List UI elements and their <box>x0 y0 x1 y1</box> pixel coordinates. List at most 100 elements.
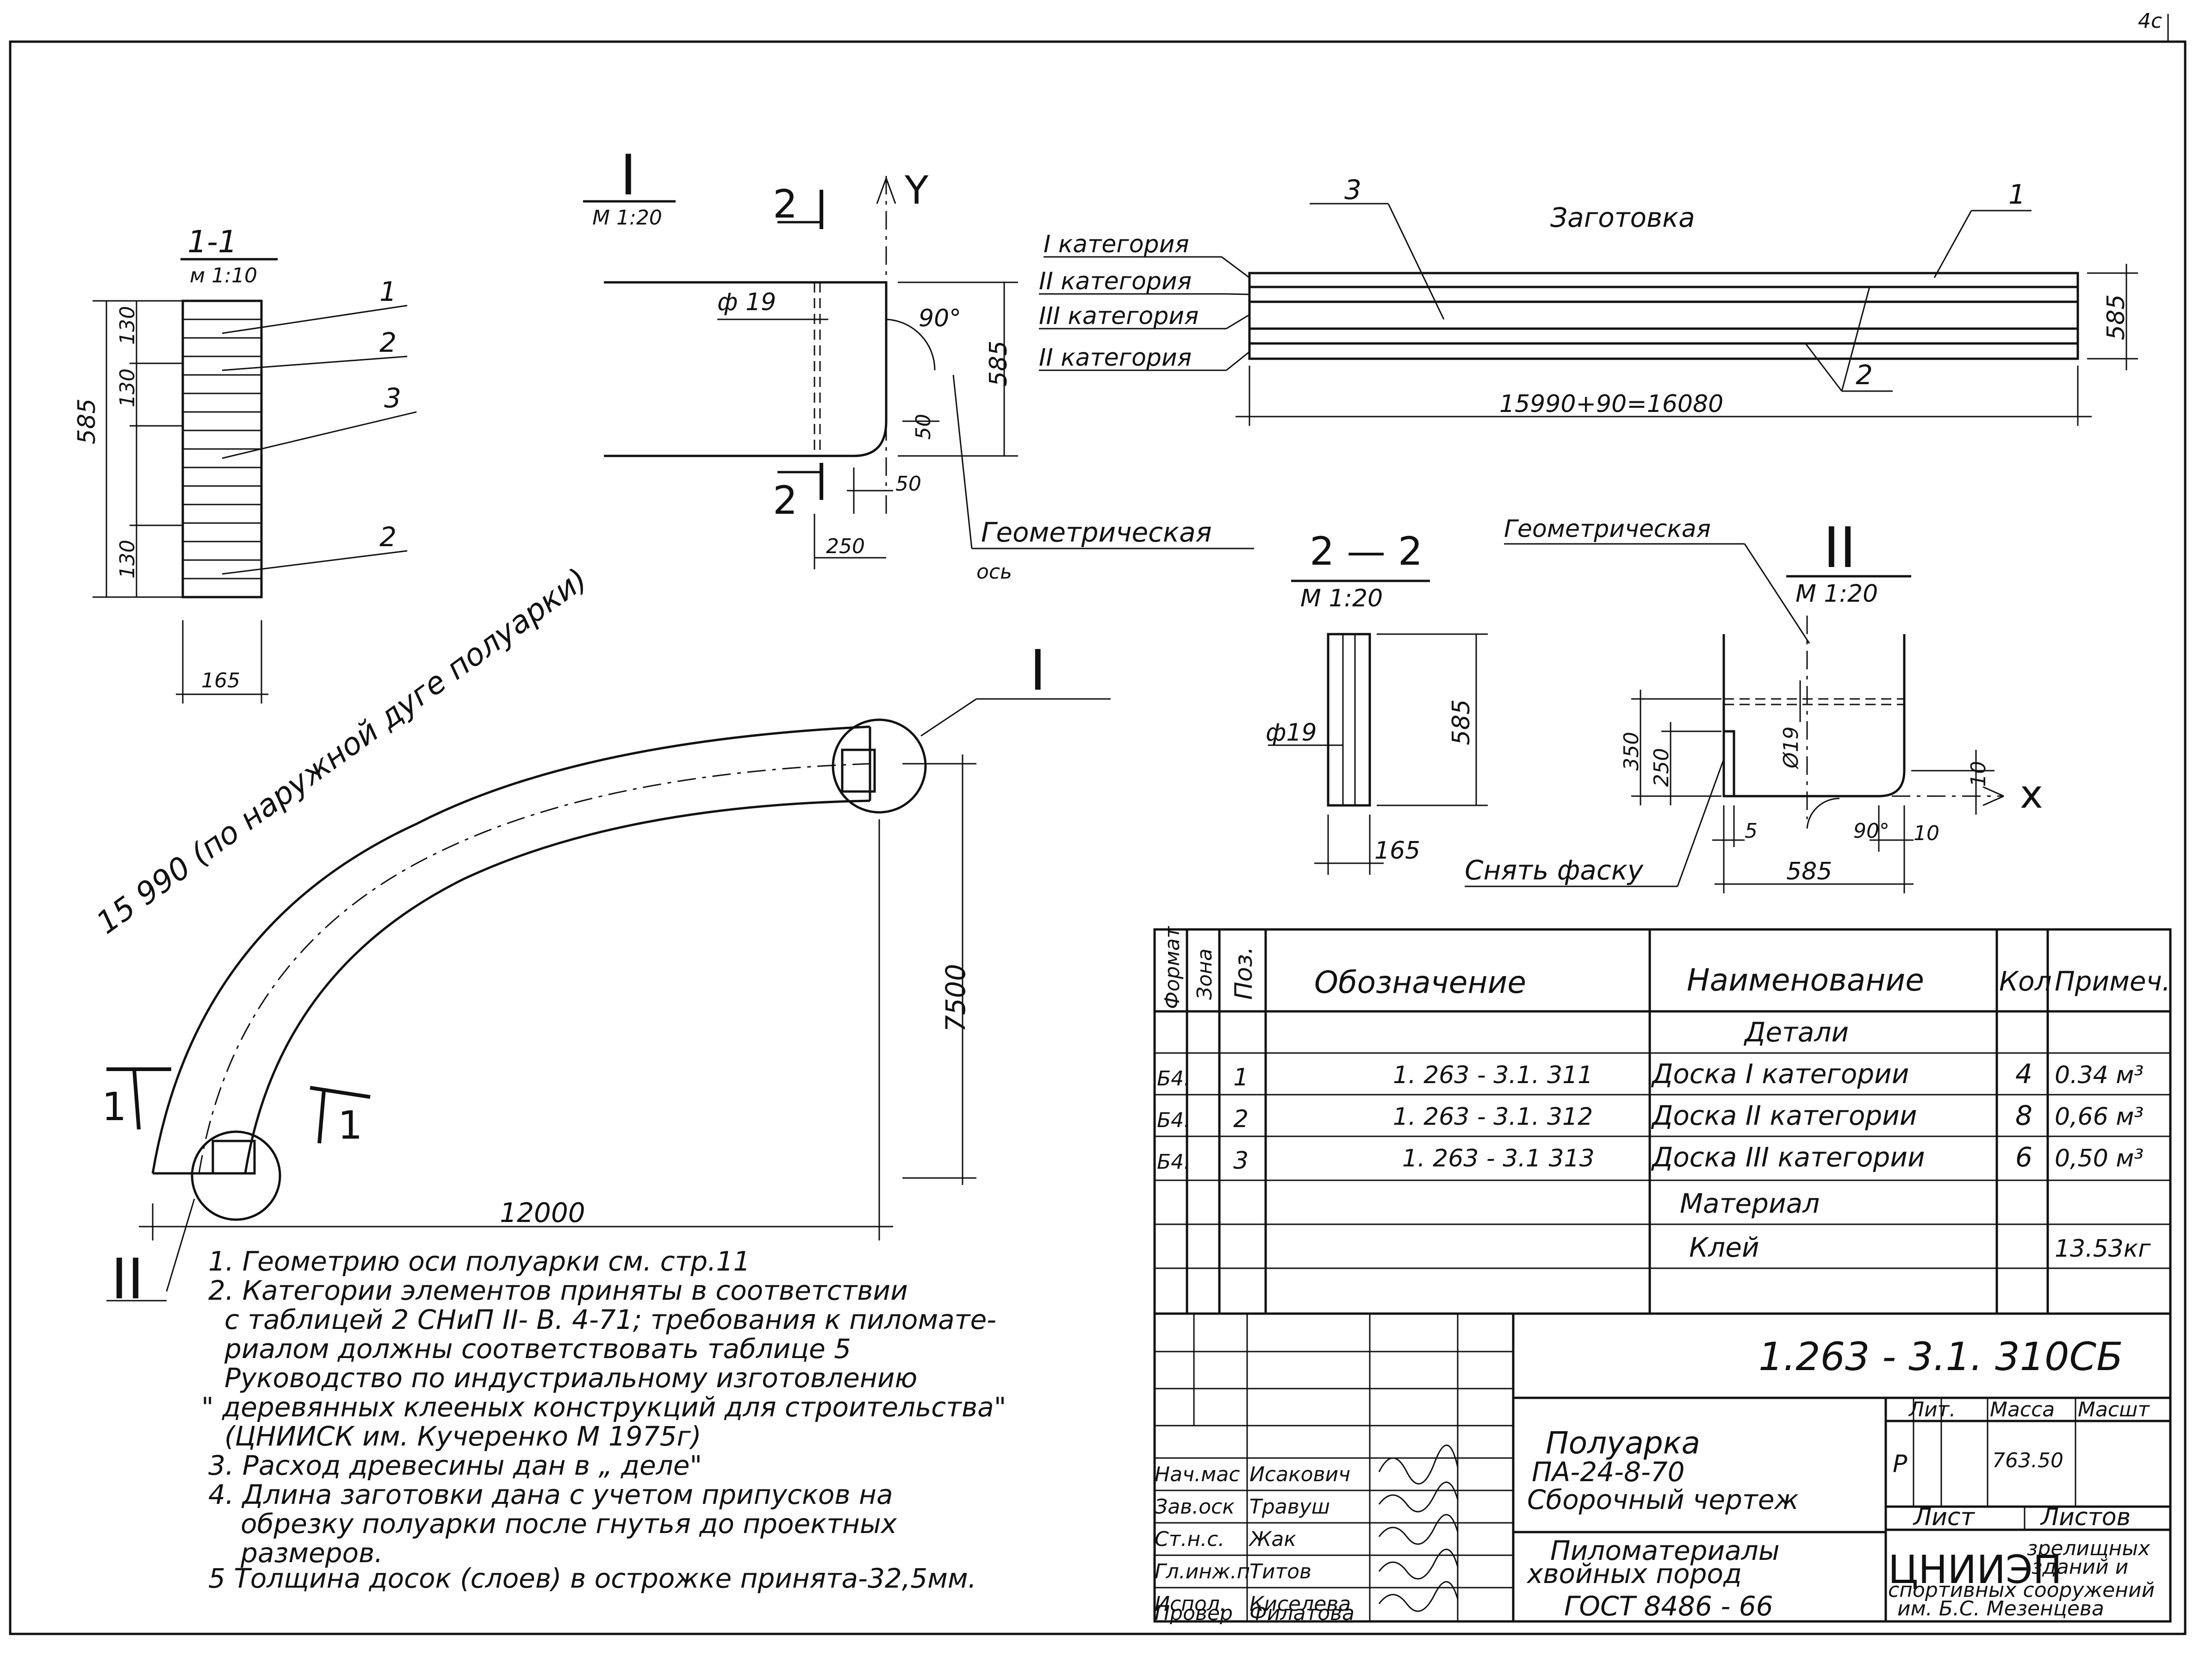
svg-text:Исакович: Исакович <box>1249 1463 1350 1486</box>
svg-text:ГОСТ 8486 - 66: ГОСТ 8486 - 66 <box>1564 1590 1773 1622</box>
svg-text:Б4.: Б4. <box>1157 1150 1190 1174</box>
svg-text:1. Геометрию оси полуарки см.: 1. Геометрию оси полуарки см. стр.11 <box>208 1246 750 1277</box>
svg-text:Y: Y <box>904 168 929 213</box>
svg-text:ось: ось <box>976 560 1012 584</box>
svg-text:3. Расход древесины дан в „ де: 3. Расход древесины дан в „ деле" <box>208 1450 702 1481</box>
svg-text:Доска III категории: Доска III категории <box>1651 1141 1925 1173</box>
svg-text:Титов: Титов <box>1249 1560 1311 1583</box>
svg-text:II категория: II категория <box>1039 344 1192 372</box>
svg-text:2: 2 <box>1856 359 1873 391</box>
svg-text:спортивных сооружений: спортивных сооружений <box>1888 1578 2155 1602</box>
svg-text:3: 3 <box>1233 1147 1249 1175</box>
svg-text:5 Толщина досок (слоев) в остр: 5 Толщина досок (слоев) в острожке приня… <box>208 1563 976 1594</box>
svg-text:3: 3 <box>1344 174 1361 206</box>
svg-text:Провер: Провер <box>1155 1602 1233 1625</box>
svg-text:1.263 - 3.1. 310СБ: 1.263 - 3.1. 310СБ <box>1758 1334 2123 1379</box>
svg-text:зрелищных: зрелищных <box>2027 1537 2150 1560</box>
svg-text:0,50 м³: 0,50 м³ <box>2055 1145 2144 1172</box>
notes: 1. Геометрию оси полуарки см. стр.11 2. … <box>201 1246 1006 1594</box>
svg-text:3: 3 <box>384 382 401 414</box>
svg-text:165: 165 <box>201 669 240 692</box>
svg-text:90°: 90° <box>1853 819 1889 843</box>
svg-text:II категория: II категория <box>1039 268 1192 295</box>
svg-text:1: 1 <box>102 1084 126 1129</box>
svg-text:1. 263 - 3.1. 312: 1. 263 - 3.1. 312 <box>1393 1103 1593 1131</box>
svg-text:Масса: Масса <box>1990 1398 2055 1421</box>
svg-text:585: 585 <box>1786 858 1832 885</box>
svg-text:8: 8 <box>2015 1100 2032 1131</box>
svg-text:1-1: 1-1 <box>187 224 237 260</box>
svg-text:Жак: Жак <box>1248 1527 1296 1551</box>
svg-text:Обозначение: Обозначение <box>1314 965 1526 1000</box>
svg-text:М 1:20: М 1:20 <box>1796 580 1878 608</box>
svg-text:0.34 м³: 0.34 м³ <box>2055 1061 2144 1089</box>
svg-text:с таблицей 2 СНиП II- В. 4-71;: с таблицей 2 СНиП II- В. 4-71; требовани… <box>224 1304 996 1335</box>
svg-text:2: 2 <box>773 181 797 227</box>
svg-text:Руководство по индустриальному: Руководство по индустриальному изготовле… <box>224 1362 917 1394</box>
svg-text:Доска I категории: Доска I категории <box>1651 1058 1909 1090</box>
svg-text:10: 10 <box>1967 761 1990 787</box>
svg-text:2: 2 <box>379 327 397 358</box>
callout-circle-I <box>832 718 927 814</box>
svg-text:Зона: Зона <box>1193 948 1217 1000</box>
svg-text:Травуш: Травуш <box>1249 1495 1330 1519</box>
svg-text:4: 4 <box>2015 1058 2032 1090</box>
svg-text:585: 585 <box>2102 294 2130 340</box>
corner-mark: 4c <box>2138 9 2162 33</box>
svg-text:Испол.: Испол. <box>1155 1592 1226 1616</box>
svg-text:50: 50 <box>912 414 935 440</box>
svg-text:5: 5 <box>1745 819 1758 843</box>
svg-text:130: 130 <box>116 368 139 407</box>
svg-text:10: 10 <box>1914 822 1939 845</box>
section-2-2: 2 — 2 М 1:20 ф19 585 165 <box>1266 529 1488 875</box>
svg-text:Масшт: Масшт <box>2078 1398 2150 1421</box>
section-1-1: 1-1 м 1:10 585 130 130 130 165 1 <box>73 224 417 704</box>
svg-text:Киселева: Киселева <box>1249 1592 1351 1616</box>
signature-scribbles <box>1378 1445 1459 1612</box>
svg-text:Доска II категории: Доска II категории <box>1651 1100 1917 1131</box>
sheet-frame <box>9 40 2187 1635</box>
svg-text:риалом должны соответствовать: риалом должны соответствовать таблице 5 <box>224 1333 851 1365</box>
svg-text:1: 1 <box>379 276 397 307</box>
svg-text:763.50: 763.50 <box>1992 1449 2063 1472</box>
svg-text:1: 1 <box>2008 179 2026 210</box>
svg-text:Р: Р <box>1893 1450 1908 1478</box>
svg-text:ЦНИИЭП: ЦНИИЭП <box>1888 1547 2062 1592</box>
svg-text:165: 165 <box>1374 837 1420 865</box>
svg-text:130: 130 <box>116 540 139 579</box>
svg-text:x: x <box>2020 772 2043 817</box>
svg-text:Нач.мас: Нач.мас <box>1155 1463 1240 1486</box>
svg-text:I: I <box>1030 639 1046 703</box>
svg-text:15 990 (по наружной дуге полуа: 15 990 (по наружной дуге полуарки) <box>90 561 594 941</box>
svg-text:2: 2 <box>773 478 797 523</box>
svg-text:2. Категории элементов приняты: 2. Категории элементов приняты в соответ… <box>208 1275 908 1306</box>
svg-text:1: 1 <box>338 1103 362 1148</box>
svg-text:Б4.: Б4. <box>1157 1109 1190 1132</box>
svg-text:Сборочный чертеж: Сборочный чертеж <box>1527 1484 1799 1515</box>
spec-table: Формат Зона Поз. Обозначение Наименовани… <box>1153 926 2172 1315</box>
svg-text:(ЦНИИСК им. Кучеренко М 1975г): (ЦНИИСК им. Кучеренко М 1975г) <box>224 1421 702 1452</box>
svg-text:90°: 90° <box>919 305 961 332</box>
svg-text:50: 50 <box>895 472 921 496</box>
svg-text:Детали: Детали <box>1743 1016 1849 1048</box>
svg-text:2: 2 <box>379 521 397 553</box>
svg-text:Наименование: Наименование <box>1687 962 1924 998</box>
svg-text:Зав.оск: Зав.оск <box>1155 1495 1235 1519</box>
svg-text:зданий и: зданий и <box>2032 1555 2128 1579</box>
svg-text:1. 263 - 3.1 313: 1. 263 - 3.1 313 <box>1402 1145 1595 1172</box>
svg-text:Пиломатериалы: Пиломатериалы <box>1550 1535 1780 1566</box>
svg-text:м 1:10: м 1:10 <box>190 264 257 287</box>
svg-text:2: 2 <box>1233 1105 1249 1133</box>
svg-text:0,66 м³: 0,66 м³ <box>2055 1103 2144 1131</box>
blank-view: Заготовка I категория II категория III к… <box>1039 174 2138 426</box>
svg-text:130: 130 <box>116 306 139 345</box>
svg-text:Поз.: Поз. <box>1230 947 1258 1000</box>
svg-text:Клей: Клей <box>1689 1232 1759 1263</box>
svg-text:им. Б.С. Мезенцева: им. Б.С. Мезенцева <box>1897 1597 2104 1620</box>
svg-text:Геометрическая: Геометрическая <box>1504 515 1711 543</box>
svg-text:обрезку полуарки после гнутья: обрезку полуарки после гнутья до проектн… <box>241 1508 897 1539</box>
svg-text:Б4.: Б4. <box>1157 1067 1190 1091</box>
svg-text:Гл.инж.п: Гл.инж.п <box>1155 1560 1250 1583</box>
svg-text:Материал: Материал <box>1680 1188 1820 1219</box>
